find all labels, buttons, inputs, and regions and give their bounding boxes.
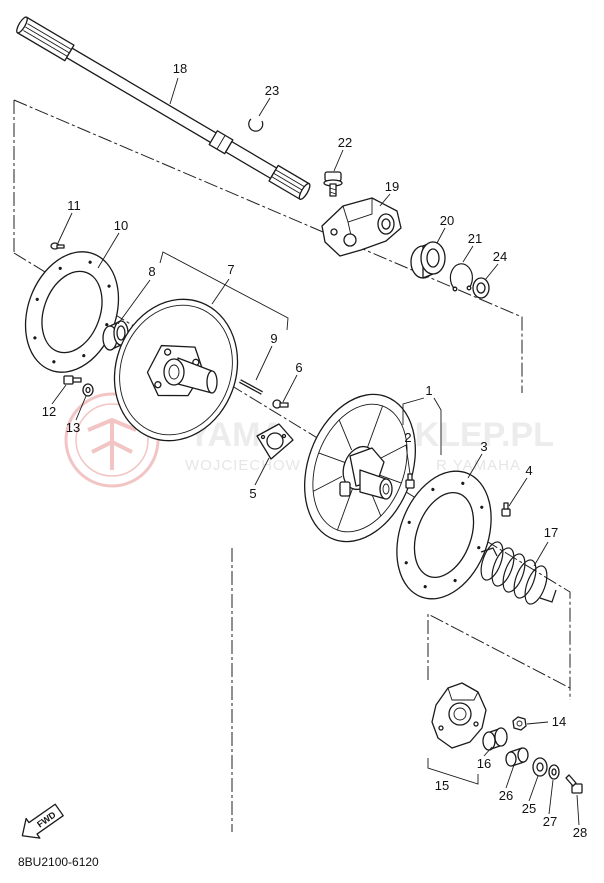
callout-26: 26 [499, 788, 513, 803]
assembly-line-upper [13, 99, 523, 393]
cam-15 [431, 682, 487, 749]
bolt-4 [501, 502, 511, 517]
bearing-20 [410, 241, 446, 279]
assembly-line-lower [427, 613, 571, 689]
callout-12: 12 [42, 404, 56, 419]
watermark-subtext-left: WOJCIECHOW [185, 457, 301, 474]
callout-18: 18 [173, 61, 187, 76]
bolt-12 [63, 375, 82, 385]
bolt-22 [323, 171, 343, 197]
bolt-28 [565, 774, 583, 794]
callout-17: 17 [544, 525, 558, 540]
bolt-11 [50, 242, 65, 250]
callout-4: 4 [525, 463, 532, 478]
callout-5: 5 [249, 486, 256, 501]
callout-7: 7 [227, 262, 234, 277]
drive-shaft [16, 16, 311, 201]
washer-25 [532, 757, 548, 777]
bracket-7 [159, 251, 289, 331]
leader-lines [51, 77, 580, 826]
callout-20: 20 [440, 213, 454, 228]
bearing-bracket [321, 197, 402, 257]
watermark-subtext-right: R YAMAHA [436, 457, 521, 474]
callout-9: 9 [270, 331, 277, 346]
collar-26 [505, 747, 529, 767]
callout-23: 23 [265, 83, 279, 98]
callout-2: 2 [404, 430, 411, 445]
callout-13: 13 [66, 420, 80, 435]
sheave-7 [113, 298, 239, 442]
callout-25: 25 [522, 801, 536, 816]
washer-27 [548, 764, 560, 780]
plate-10 [24, 251, 120, 373]
diagram-code: 8BU2100-6120 [18, 855, 99, 869]
bolt-6 [272, 399, 289, 409]
assembly-lines [13, 99, 571, 832]
callout-19: 19 [385, 179, 399, 194]
washer-24 [472, 277, 490, 299]
callout-24: 24 [493, 249, 507, 264]
callout-27: 27 [543, 814, 557, 829]
forward-arrow-icon: FWD [21, 803, 64, 839]
callout-16: 16 [477, 756, 491, 771]
callout-11: 11 [67, 198, 81, 213]
bracket-1-left [402, 397, 425, 425]
circlip-23 [248, 118, 264, 132]
pulley-1 [304, 393, 416, 543]
circlip-21 [449, 263, 473, 292]
callout-6: 6 [295, 360, 302, 375]
watermark-text-right: SKLEP.PL [392, 416, 554, 454]
bracket-1-right [433, 397, 442, 455]
nut-14 [512, 716, 527, 731]
callout-22: 22 [338, 135, 352, 150]
callout-14: 14 [552, 714, 566, 729]
bracket-15 [427, 758, 479, 785]
callout-3: 3 [480, 439, 487, 454]
callout-28: 28 [573, 825, 587, 840]
callout-8: 8 [148, 264, 155, 279]
callout-15: 15 [435, 778, 449, 793]
callout-21: 21 [468, 231, 482, 246]
bushing-16 [482, 727, 508, 751]
watermark: YAMA SKLEP.PL WOJCIECHOW R YAMAHA [64, 392, 554, 488]
callouts: 18 23 22 19 20 21 24 11 10 8 7 9 6 12 13… [42, 61, 587, 840]
gasket-5 [256, 423, 294, 460]
spring-17 [480, 541, 557, 605]
callout-10: 10 [114, 218, 128, 233]
washer-13 [82, 383, 94, 397]
callout-1: 1 [425, 383, 432, 398]
pin-9 [239, 379, 263, 395]
